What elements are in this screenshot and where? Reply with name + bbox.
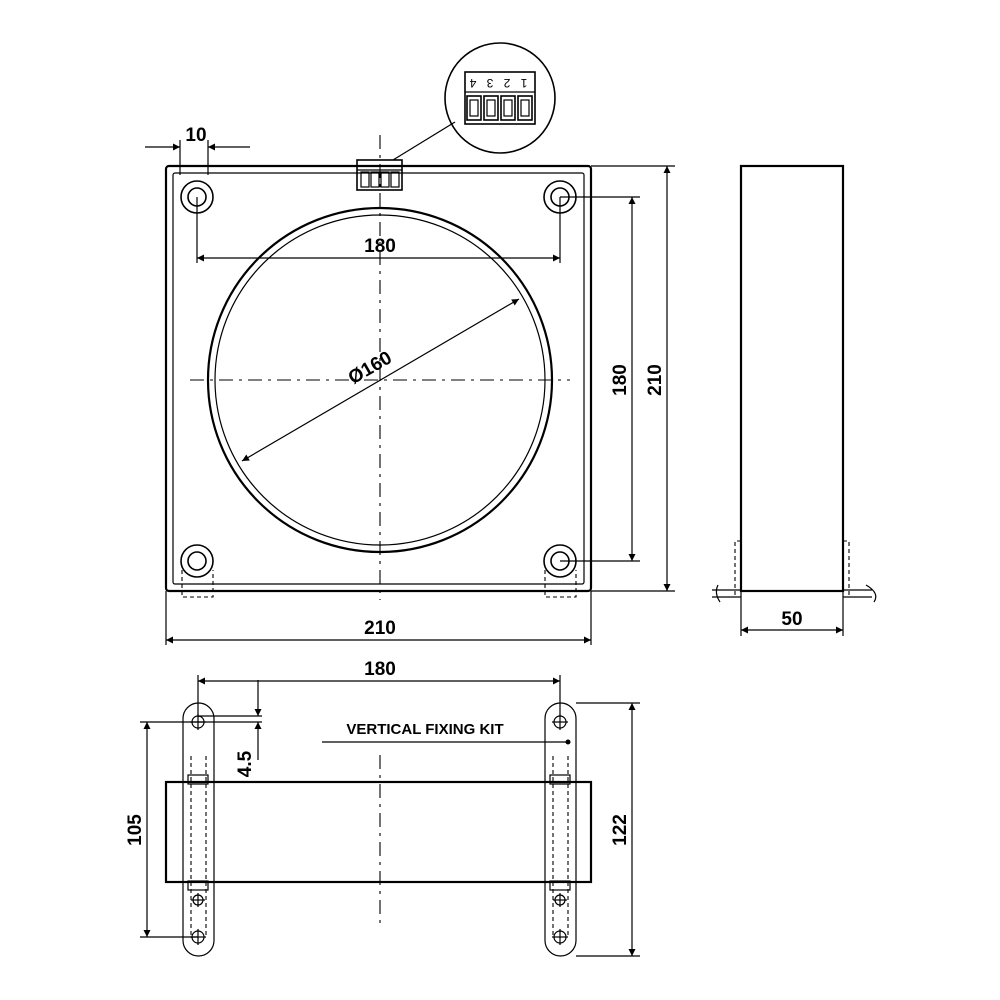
connector-detail-leader bbox=[392, 121, 456, 161]
dim-slot-width: 4.5 bbox=[198, 680, 262, 777]
terminal-connector bbox=[356, 159, 403, 191]
dim-top-offset: 10 bbox=[145, 125, 250, 175]
dim-aperture-diameter-label: Ø160 bbox=[345, 348, 396, 389]
dim-slot-width-label: 4.5 bbox=[235, 750, 256, 777]
side-break-right bbox=[843, 584, 877, 603]
dim-hole-spacing-vertical-label: 180 bbox=[610, 364, 631, 396]
dim-hole-spacing-vertical: 180 bbox=[560, 196, 640, 562]
fixing-kit-callout: VERTICAL FIXING KIT bbox=[322, 721, 571, 745]
foot-right-hidden bbox=[544, 570, 577, 598]
front-body-inner-outline bbox=[172, 172, 585, 585]
bottom-body-outline bbox=[164, 780, 593, 884]
fixing-kit-label: VERTICAL FIXING KIT bbox=[346, 721, 503, 738]
connector-pin-label-1: 1 bbox=[520, 76, 527, 90]
side-body-outline bbox=[739, 164, 845, 593]
dim-hole-spacing-horizontal: 180 bbox=[196, 197, 561, 263]
fixing-kit-right bbox=[544, 702, 577, 957]
bottom-view: VERTICAL FIXING KIT 180 4.5 105 bbox=[125, 659, 640, 957]
dim-top-offset-label: 10 bbox=[185, 125, 206, 146]
connector-detail: 4 3 2 1 bbox=[444, 42, 556, 154]
dim-width-label: 210 bbox=[364, 618, 396, 639]
connector-pin-label-3: 3 bbox=[486, 76, 493, 90]
foot-left-hidden bbox=[181, 570, 214, 598]
dim-height: 210 bbox=[591, 165, 675, 592]
dim-body-height-label: 105 bbox=[125, 814, 146, 846]
dim-bottom-hole-spacing-label: 180 bbox=[364, 659, 396, 680]
connector-pin-label-4: 4 bbox=[469, 76, 476, 90]
dim-body-height: 105 bbox=[125, 721, 198, 938]
dim-overall-height: 122 bbox=[576, 702, 640, 957]
dim-depth: 50 bbox=[740, 591, 844, 636]
side-break-left bbox=[712, 584, 741, 603]
dim-height-label: 210 bbox=[645, 364, 666, 396]
connector-pin-label-2: 2 bbox=[503, 76, 510, 90]
dim-depth-label: 50 bbox=[781, 609, 802, 630]
front-body-outline bbox=[164, 164, 593, 593]
dim-overall-height-label: 122 bbox=[610, 814, 631, 846]
connector-detail-terminals bbox=[466, 95, 533, 121]
dim-width: 210 bbox=[165, 591, 592, 645]
mounting-hole-bottom-left bbox=[180, 544, 214, 578]
side-view: 50 bbox=[712, 164, 877, 636]
dim-bottom-hole-spacing: 180 bbox=[197, 659, 561, 716]
connector-detail-circle bbox=[444, 42, 556, 154]
dim-hole-spacing-horizontal-label: 180 bbox=[364, 236, 396, 257]
fixing-kit-left bbox=[182, 702, 215, 957]
front-view: 10 180 Ø160 180 210 bbox=[145, 121, 675, 645]
